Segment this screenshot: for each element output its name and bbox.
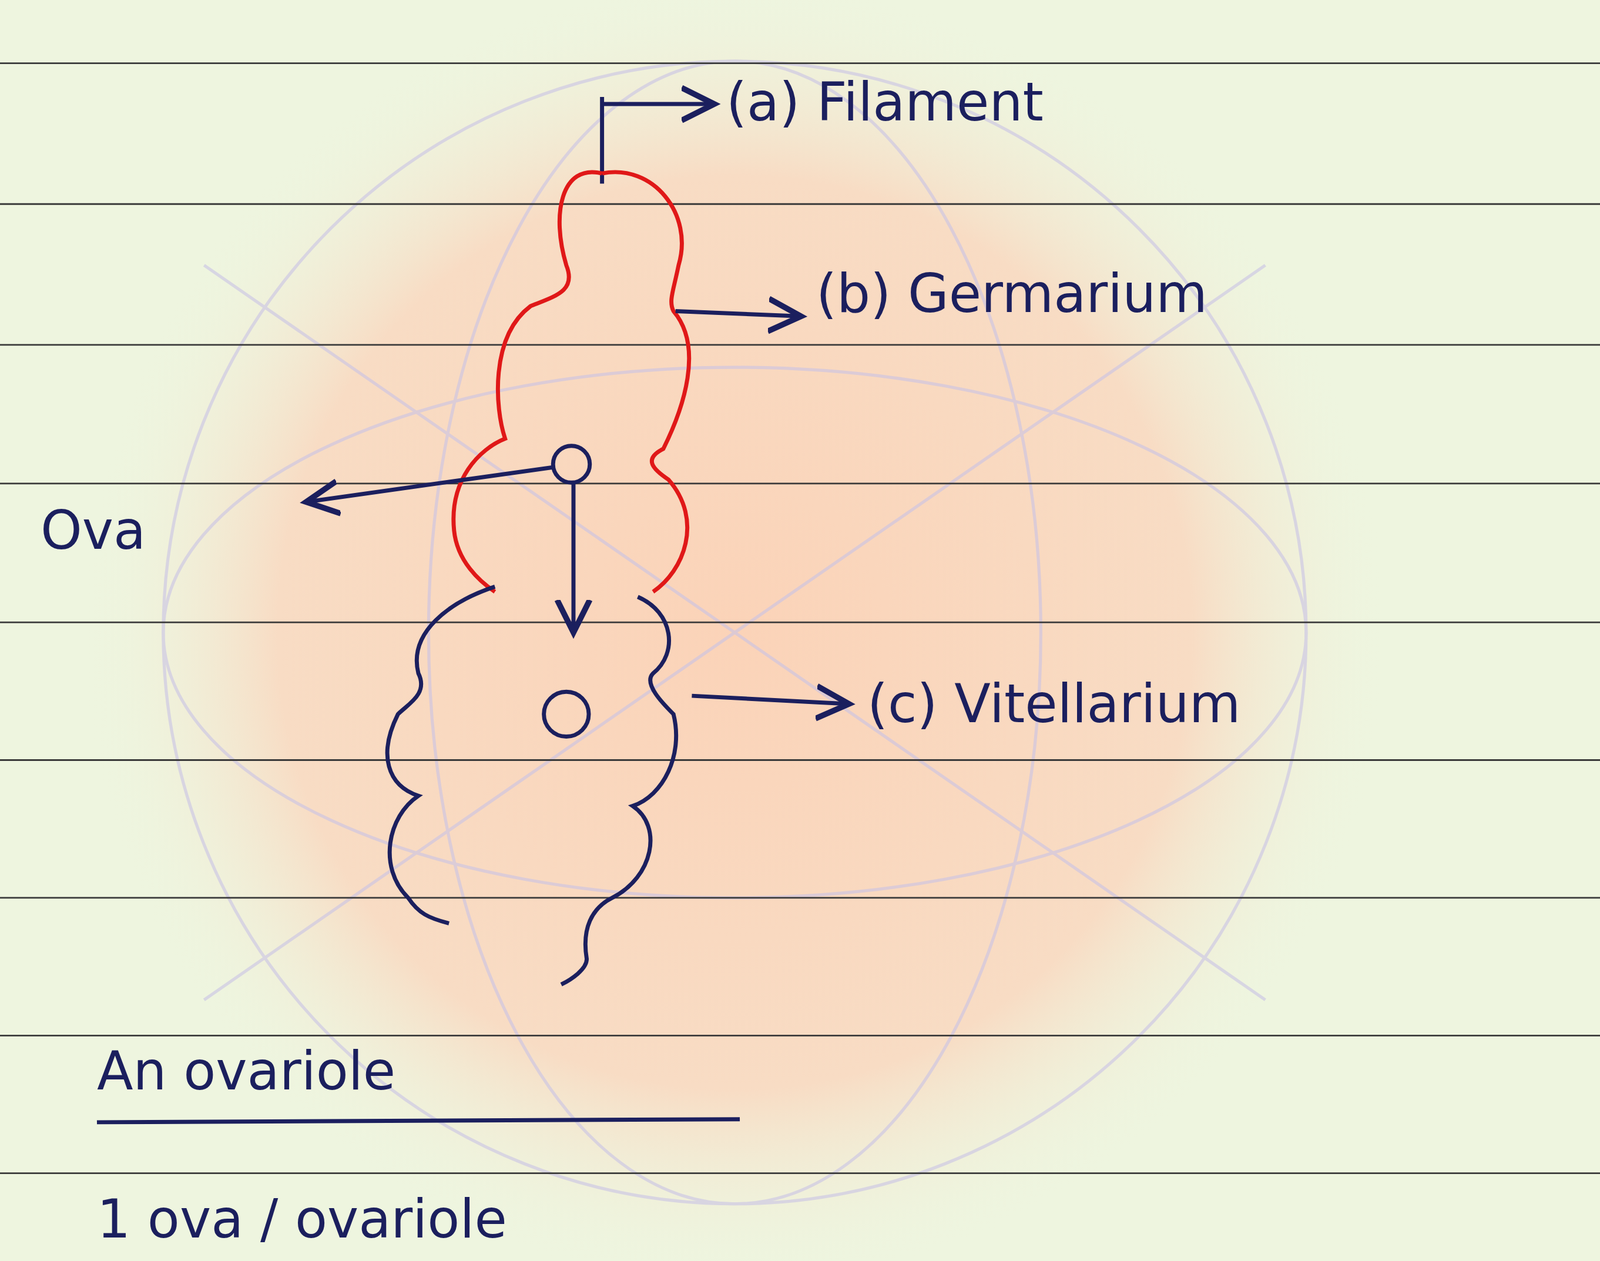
note-text: 1 ova / ovariole — [96, 1192, 508, 1246]
part-label: Ova — [40, 504, 146, 558]
movement-arrow — [571, 482, 576, 633]
part-label: (b) Germarium — [816, 267, 1208, 321]
leader-line — [602, 102, 715, 107]
watermark-grid — [163, 61, 1307, 1204]
germarium-outline — [453, 172, 690, 592]
leader-line — [306, 467, 553, 502]
part-label: (c) Vitellarium — [867, 677, 1241, 731]
filament-line — [599, 96, 605, 184]
ruled-lines — [0, 63, 1600, 1174]
ovum — [552, 445, 590, 483]
caption-underline — [96, 1119, 740, 1123]
background-glow — [81, 0, 1388, 1261]
caption-text: An ovariole — [96, 1044, 396, 1098]
vitellarium-outline — [387, 586, 676, 985]
leader-line — [675, 311, 802, 317]
leader-line — [691, 695, 849, 704]
ovum — [544, 691, 589, 737]
part-label: (a) Filament — [726, 75, 1044, 129]
